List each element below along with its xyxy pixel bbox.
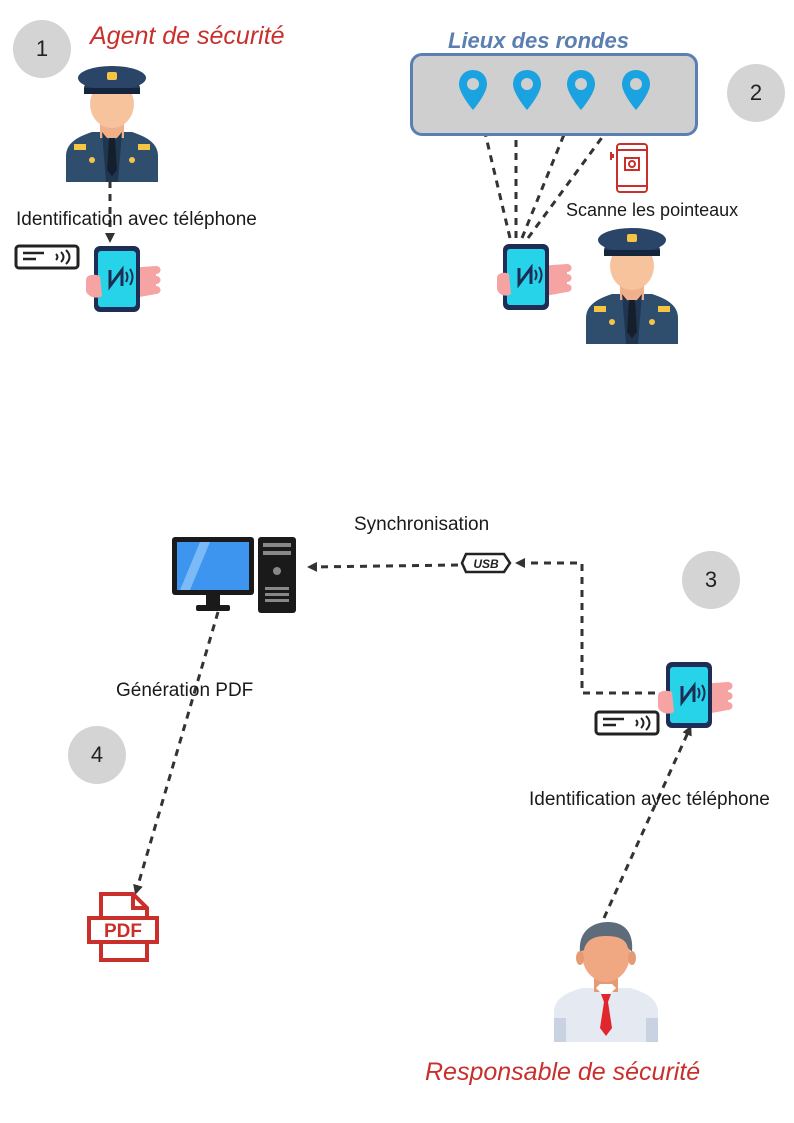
nfc-card-icon xyxy=(594,710,660,736)
usb-icon: USB xyxy=(460,552,512,574)
id-phone-label-2: Identification avec téléphone xyxy=(529,789,770,810)
step-badge-3: 3 xyxy=(682,551,740,609)
usb-label: USB xyxy=(473,557,499,571)
location-pin-icon xyxy=(459,70,487,110)
phone-nfc-icon xyxy=(86,246,161,312)
location-pin-icon xyxy=(513,70,541,110)
sync-label: Synchronisation xyxy=(354,514,490,535)
arrow-manager-to-phone xyxy=(602,725,692,919)
phone-nfc-icon xyxy=(497,244,572,310)
computer-icon xyxy=(172,537,296,613)
agent-icon xyxy=(66,66,158,182)
arrow-phone-to-pin-1 xyxy=(474,100,512,239)
places-title: Lieux des rondes xyxy=(448,28,629,53)
pdf-gen-label: Génération PDF xyxy=(116,680,254,701)
manager-icon xyxy=(554,922,658,1042)
arrow-computer-to-pdf xyxy=(133,611,220,895)
step-badge-2: 2 xyxy=(727,64,785,122)
arrow-usb-to-computer xyxy=(307,561,459,572)
scan-phone-icon xyxy=(610,143,648,193)
manager-title: Responsable de sécurité xyxy=(425,1058,701,1086)
phone-nfc-icon xyxy=(658,662,733,728)
pdf-file-icon: PDF xyxy=(87,892,159,962)
agent-title: Agent de sécurité xyxy=(90,22,285,50)
step-badge-1: 1 xyxy=(13,20,71,78)
location-pin-icon xyxy=(567,70,595,110)
nfc-card-icon xyxy=(14,244,80,270)
arrow-phone-to-usb xyxy=(515,558,655,695)
agent-icon xyxy=(586,228,678,344)
step-badge-4: 4 xyxy=(68,726,126,784)
places-box xyxy=(410,53,698,136)
location-pin-icon xyxy=(622,70,650,110)
pdf-icon-label: PDF xyxy=(104,921,142,942)
id-phone-label-1: Identification avec téléphone xyxy=(16,209,257,230)
scan-label: Scanne les pointeaux xyxy=(566,200,739,220)
